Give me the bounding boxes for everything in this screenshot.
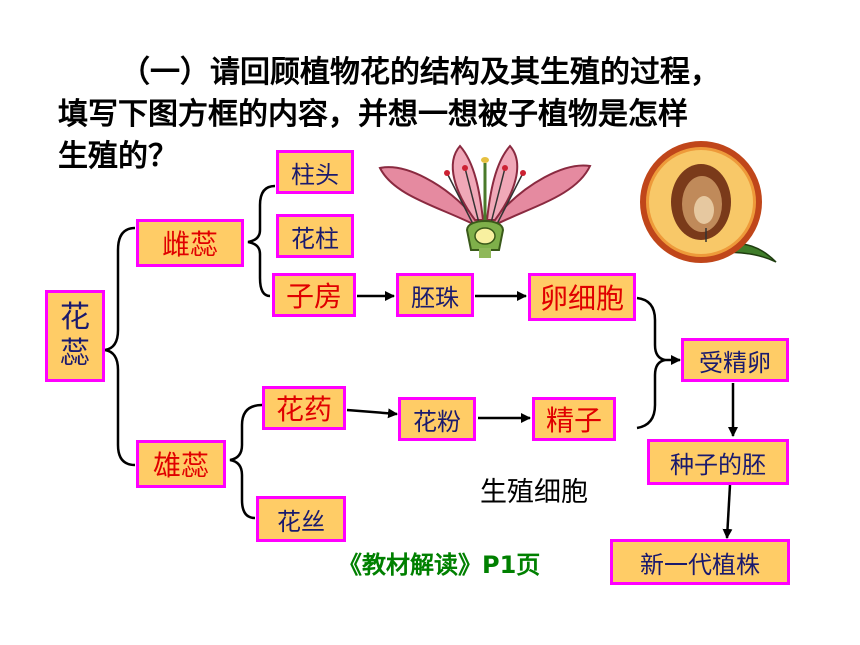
intro-line-3: 生殖的？ — [58, 139, 178, 174]
anther-box: 花药 — [262, 386, 346, 430]
pistil-box: 雌蕊 — [136, 219, 244, 267]
filament-box: 花丝 — [256, 496, 346, 542]
flower-root-box: 花 蕊 — [45, 290, 105, 382]
root-char-2: 蕊 — [60, 336, 90, 371]
ovary-box: 子房 — [272, 273, 356, 317]
pollen-box: 花粉 — [398, 397, 476, 441]
fruit-illustration — [640, 141, 777, 263]
textbook-reference: 《教材解读》P1页 — [338, 551, 541, 579]
intro-line-1: （一）请回顾植物花的结构及其生殖的过程， — [120, 55, 720, 90]
stamen-box: 雄蕊 — [136, 440, 226, 488]
style-box: 花柱 — [276, 214, 354, 258]
flower-illustration — [378, 144, 592, 258]
intro-line-2: 填写下图方框的内容，并想一想被子植物是怎样 — [58, 97, 688, 132]
embryo-box: 种子的胚 — [647, 439, 789, 485]
egg-cell-box: 卵细胞 — [528, 273, 636, 321]
new-plant-box: 新一代植株 — [610, 539, 790, 585]
root-char-1: 花 — [60, 300, 90, 335]
sperm-box: 精子 — [532, 397, 616, 441]
stigma-box: 柱头 — [276, 150, 354, 194]
intro-text: （一）请回顾植物花的结构及其生殖的过程， 填写下图方框的内容，并想一想被子植物是… — [58, 52, 818, 178]
reproductive-cells-caption: 生殖细胞 — [480, 477, 588, 508]
zygote-box: 受精卵 — [681, 338, 789, 382]
ovule-box: 胚珠 — [396, 273, 474, 317]
